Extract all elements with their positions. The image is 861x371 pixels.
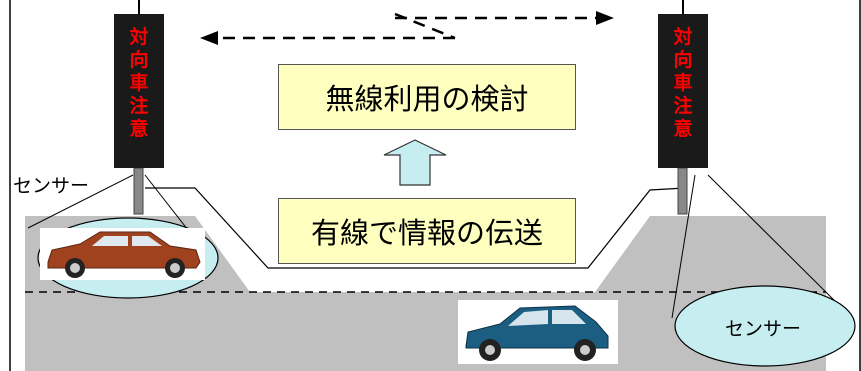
blue-car-icon [458,300,618,364]
right-sign-pole [677,167,688,215]
sensor-label-right: センサー [725,318,802,340]
right-sensor-beam-a [671,174,696,319]
sensor-label-left: センサー [13,175,90,197]
right-sign-board [658,14,708,168]
right-sensor-beam-b [707,174,853,319]
wireless-study-label: 無線利用の検討 [325,82,529,116]
wireless-study-box: 無線利用の検討 [278,64,576,130]
wired-transmission-box: 有線で情報の伝送 [278,198,576,264]
left-sign-text: 対向車注意 [129,26,149,140]
left-sign-pole [133,167,144,215]
red-car-icon [40,228,205,280]
right-sensor-area [674,285,856,367]
up-arrow-icon [383,139,447,186]
wireless-arrowhead-left-icon [200,31,218,45]
wireless-arrowhead-right-icon [596,11,614,25]
wired-transmission-label: 有線で情報の伝送 [310,216,543,250]
left-sign-board [114,14,164,168]
right-sign-text: 対向車注意 [673,26,693,140]
left-sensor-beam-a [27,174,134,229]
road-surface [25,216,826,371]
wire-route [145,187,686,269]
